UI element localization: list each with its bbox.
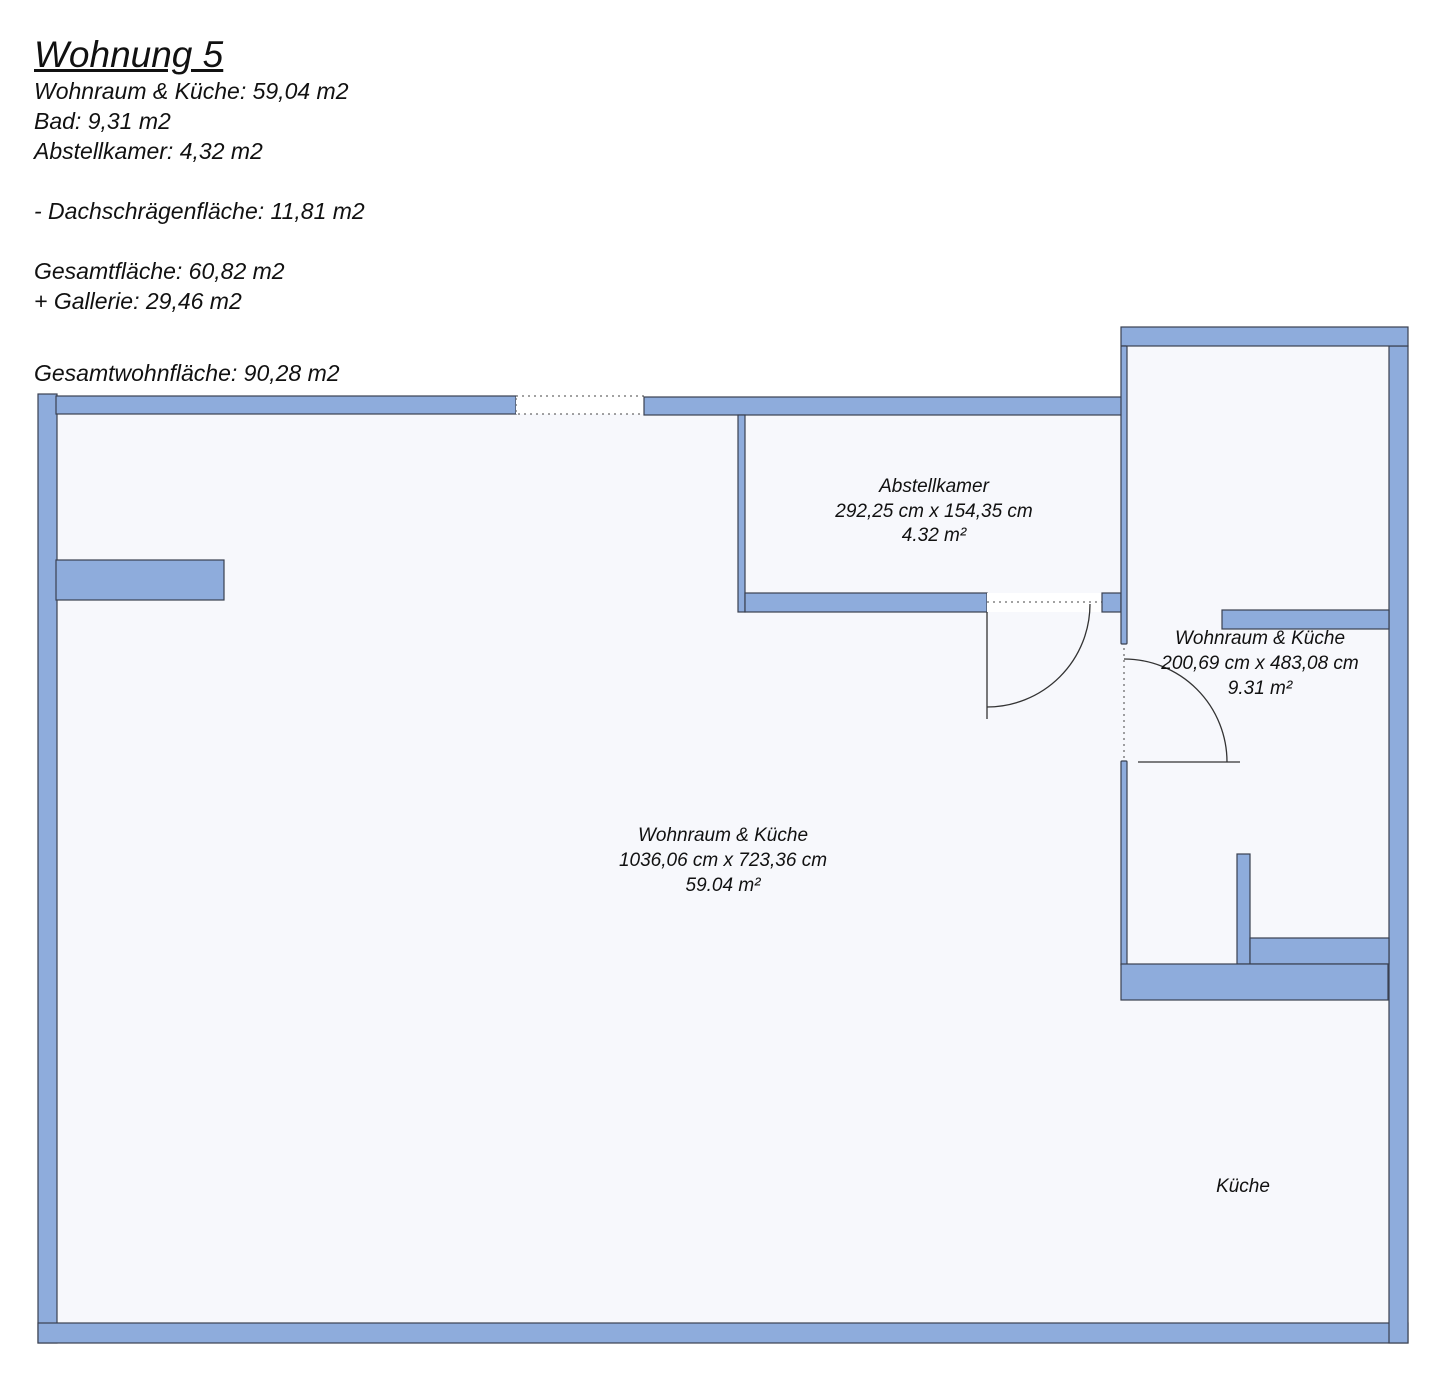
room-area: 4.32 m² xyxy=(902,525,967,546)
wall-top-left xyxy=(55,395,517,415)
summary-line-storage: Abstellkamer: 4,32 m2 xyxy=(34,138,263,164)
floor-bath xyxy=(1126,346,1390,966)
wall-bath-bottom xyxy=(1120,963,1389,1001)
wall-outer-bottom xyxy=(37,1322,1409,1344)
room-dimensions: 1036,06 cm x 723,36 cm xyxy=(619,850,827,871)
wall-bath-partition xyxy=(1236,853,1251,965)
room-area: 9.31 m² xyxy=(1228,678,1293,699)
wall-bath-shower xyxy=(1249,937,1390,965)
wall-storage-left xyxy=(737,414,746,613)
room-name: Wohnraum & Küche xyxy=(1175,628,1345,649)
apartment-title: Wohnung 5 xyxy=(34,34,224,75)
door-swing-bath xyxy=(1123,658,1228,763)
wall-top-right xyxy=(1120,326,1409,347)
room-label-bath: Wohnraum & Küche 200,69 cm x 483,08 cm 9… xyxy=(1160,628,1359,699)
wall-top-middle xyxy=(643,396,1123,416)
wall-bath-left-upper xyxy=(1120,345,1128,645)
wall-bath-shelf xyxy=(1221,609,1390,630)
summary-line-total: Gesamtfläche: 60,82 m2 xyxy=(34,258,285,284)
wall-outer-left xyxy=(37,393,58,1344)
wall-storage-bottom xyxy=(744,592,988,613)
door-opening-storage xyxy=(987,593,1102,612)
summary-line-roof-slope: - Dachschrägenfläche: 11,81 m2 xyxy=(34,198,365,224)
wall-storage-bottom-stub xyxy=(1101,592,1122,613)
room-label-kitchen: Küche xyxy=(1216,1176,1270,1197)
window-top xyxy=(516,396,644,414)
room-label-storage: Abstellkamer 292,25 cm x 154,35 cm 4.32 … xyxy=(834,476,1033,546)
summary-line-bath: Bad: 9,31 m2 xyxy=(34,108,171,134)
room-dimensions: 200,69 cm x 483,08 cm xyxy=(1160,653,1359,674)
window-outline xyxy=(515,395,645,415)
wall-bath-left-lower xyxy=(1120,760,1128,967)
room-area: 59.04 m² xyxy=(686,875,762,896)
wall-outer-right xyxy=(1388,345,1409,1344)
room-name: Abstellkamer xyxy=(878,476,989,497)
room-name: Wohnraum & Küche xyxy=(638,825,808,846)
area-summary: Wohnung 5 Wohnraum & Küche: 59,04 m2 Bad… xyxy=(34,34,365,388)
summary-line-living: Wohnraum & Küche: 59,04 m2 xyxy=(34,78,349,104)
summary-line-gallery: + Gallerie: 29,46 m2 xyxy=(34,288,242,314)
wall-stub-left xyxy=(55,559,225,601)
summary-line-total-living: Gesamtwohnfläche: 90,28 m2 xyxy=(34,360,340,386)
room-label-living: Wohnraum & Küche 1036,06 cm x 723,36 cm … xyxy=(619,825,827,896)
room-dimensions: 292,25 cm x 154,35 cm xyxy=(834,501,1033,522)
door-swing-storage xyxy=(986,603,1091,708)
